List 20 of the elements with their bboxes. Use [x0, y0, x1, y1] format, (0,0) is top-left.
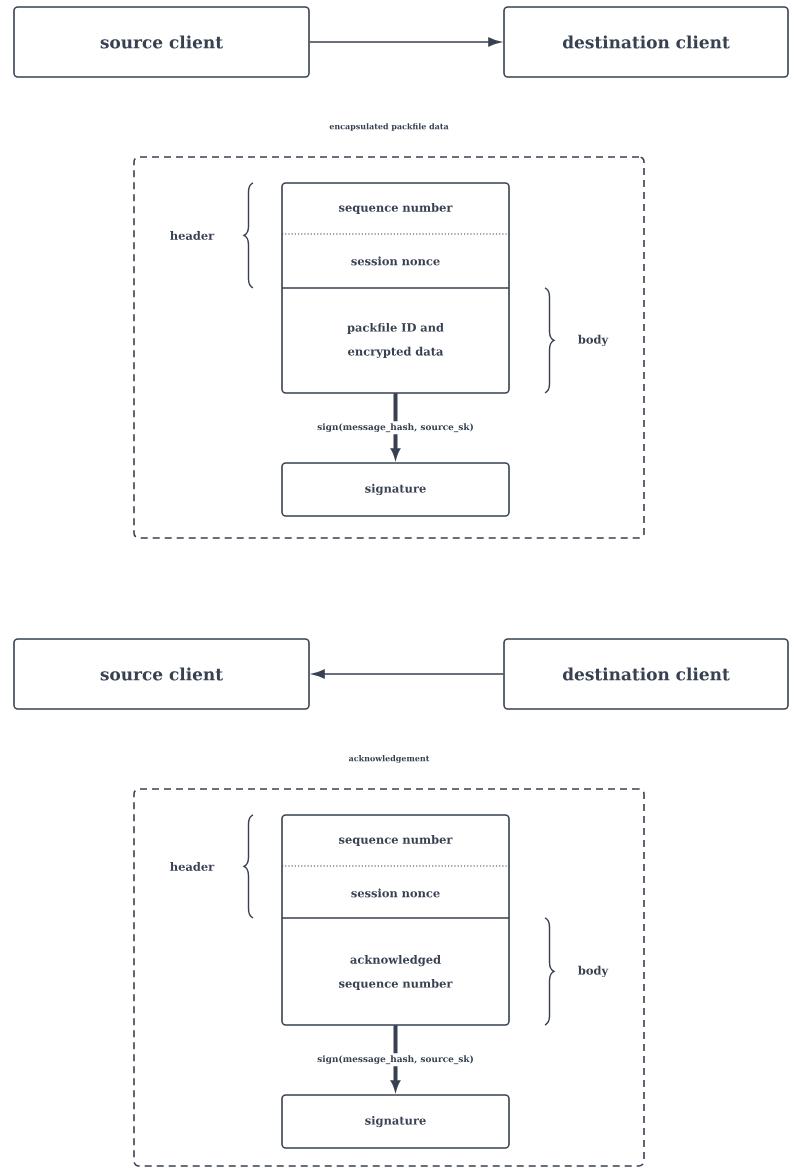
- message-field: sequence number: [339, 202, 453, 214]
- client-box: source client: [13, 638, 310, 710]
- brace-label: header: [170, 862, 215, 871]
- message-field: session nonce: [351, 888, 440, 898]
- brace-label: body: [578, 334, 609, 347]
- client-box: source client: [13, 6, 310, 78]
- signature-box: signature: [281, 462, 510, 517]
- message-field: packfile ID and encrypted data: [347, 322, 444, 359]
- client-box: destination client: [503, 638, 789, 710]
- brace-label: body: [578, 965, 609, 978]
- message-field: session nonce: [351, 256, 440, 266]
- edge-label: sign(message_hash, source_sk): [315, 421, 476, 435]
- arrow: [309, 37, 501, 47]
- client-box: destination client: [503, 6, 789, 78]
- brace-label: header: [170, 231, 215, 240]
- arrow: [312, 669, 504, 679]
- signature-box: signature: [281, 1094, 510, 1149]
- message-field: acknowledged sequence number: [339, 955, 453, 990]
- edge-label: sign(message_hash, source_sk): [315, 1053, 476, 1067]
- message-field: sequence number: [339, 834, 453, 847]
